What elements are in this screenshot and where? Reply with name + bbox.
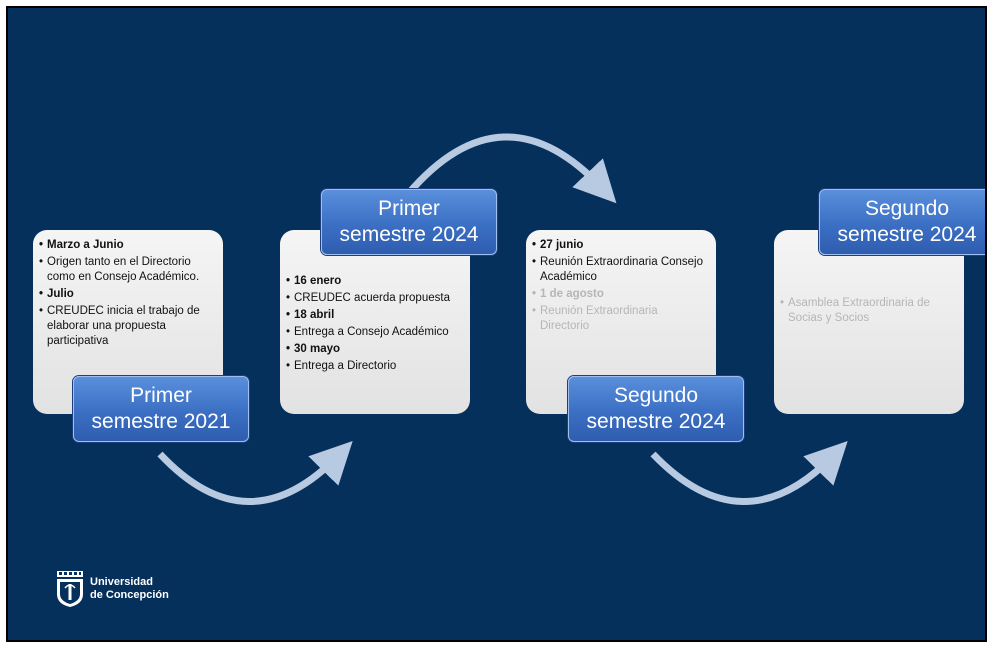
slide: Marzo a JunioOrigen tanto en el Director… <box>6 6 987 642</box>
stage-2-item: Entrega a Directorio <box>286 359 462 374</box>
stage-2-item: 30 mayo <box>286 342 462 357</box>
stage-1-card: Marzo a JunioOrigen tanto en el Director… <box>33 230 223 414</box>
logo-line-1: Universidad <box>90 576 153 588</box>
arrow-2-to-3 <box>405 133 617 204</box>
arrow-1-to-2 <box>157 440 353 505</box>
stage-3-item: Reunión Extraordinaria Consejo Académico <box>532 255 708 285</box>
university-logo: Universidad de Concepción <box>55 570 169 608</box>
stage-4-card: Asamblea Extraordinaria de Socias y Soci… <box>774 230 964 414</box>
stage-2-item: Entrega a Consejo Académico <box>286 325 462 340</box>
arrow-3-to-4 <box>650 440 848 505</box>
logo-line-2: de Concepción <box>90 589 169 601</box>
stage-3-item: 27 junio <box>532 238 708 253</box>
stage-1-item: CREUDEC inicia el trabajo de elaborar un… <box>39 304 215 349</box>
stage-4-list: Asamblea Extraordinaria de Socias y Soci… <box>780 296 956 326</box>
stage-4-item: Asamblea Extraordinaria de Socias y Soci… <box>780 296 956 326</box>
stage-2-list: 16 eneroCREUDEC acuerda propuesta 18 abri… <box>286 274 462 374</box>
stage-2-item: 18 abril <box>286 308 462 323</box>
stage-1-item: Origen tanto en el Directorio como en Co… <box>39 255 215 285</box>
stage-1-list: Marzo a JunioOrigen tanto en el Director… <box>39 238 215 349</box>
stage-2-item: CREUDEC acuerda propuesta <box>286 291 462 306</box>
stage-3-item: 1 de agosto <box>532 287 708 302</box>
stage-2-card: 16 eneroCREUDEC acuerda propuesta 18 abri… <box>280 230 470 414</box>
stage-3-list: 27 junioReunión Extraordinaria Consejo A… <box>532 238 708 334</box>
university-shield-icon <box>57 571 83 607</box>
stage-1-item: Julio <box>39 287 215 302</box>
stage-3-item: Reunión Extraordinaria Directorio <box>532 304 708 334</box>
stage-2-item: 16 enero <box>286 274 462 289</box>
flow-arrows <box>157 133 848 505</box>
stage-1-item: Marzo a Junio <box>39 238 215 253</box>
